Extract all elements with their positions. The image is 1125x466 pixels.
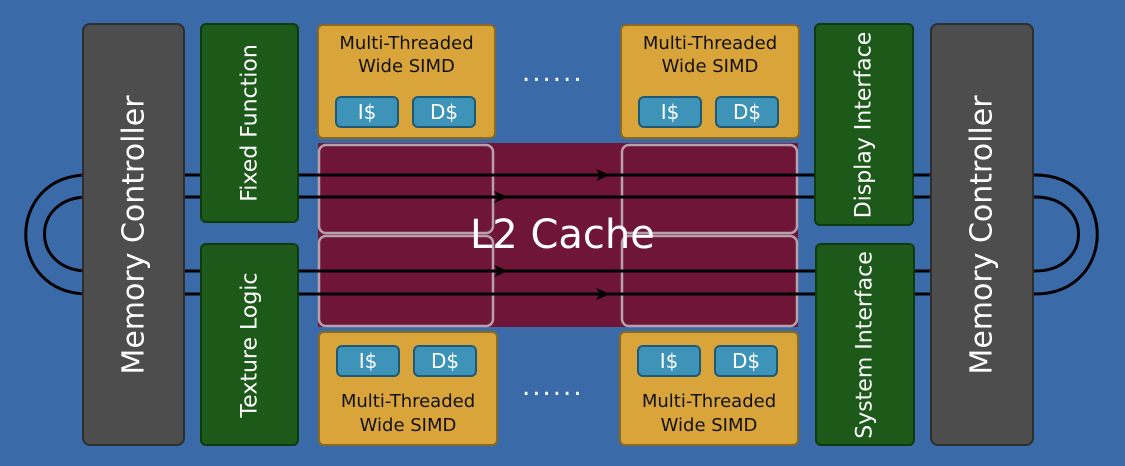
display-interface-block: Display Interface: [814, 23, 914, 226]
l2-cache-slice: [317, 234, 495, 328]
system-interface-label: System Interface: [852, 250, 878, 439]
simd-core-bottom-right: I$ D$ Multi-Threaded Wide SIMD: [619, 331, 799, 446]
simd-core-bottom-left: I$ D$ Multi-Threaded Wide SIMD: [318, 331, 498, 446]
simd-label-line1: Multi-Threaded: [642, 33, 778, 54]
simd-label-line2: Wide SIMD: [661, 56, 759, 77]
system-interface-block: System Interface: [815, 243, 915, 446]
simd-label-line2: Wide SIMD: [359, 415, 457, 436]
fixed-function-block: Fixed Function: [200, 23, 299, 223]
instruction-cache: I$: [336, 345, 400, 377]
simd-core-top-left: Multi-Threaded Wide SIMD I$ D$: [317, 24, 496, 139]
data-cache: D$: [714, 345, 778, 377]
instruction-cache: I$: [335, 96, 399, 128]
data-cache: D$: [715, 96, 779, 128]
fixed-function-label: Fixed Function: [237, 44, 262, 202]
data-cache: D$: [413, 345, 477, 377]
simd-core-top-right: Multi-Threaded Wide SIMD I$ D$: [620, 24, 800, 139]
simd-label-line2: Wide SIMD: [660, 415, 758, 436]
l2-cache-slice: [620, 143, 799, 235]
instruction-cache: I$: [637, 345, 701, 377]
l2-cache-slice: [620, 234, 799, 328]
l2-cache-label: L2 Cache: [470, 212, 655, 258]
simd-label-line2: Wide SIMD: [358, 56, 455, 77]
memory-controller-right-label: Memory Controller: [964, 94, 1000, 375]
display-interface-label: Display Interface: [851, 31, 877, 218]
more-cores-ellipsis-top: ......: [522, 58, 584, 88]
memory-controller-left-label: Memory Controller: [116, 94, 151, 375]
simd-label-line1: Multi-Threaded: [340, 391, 476, 412]
simd-label-line1: Multi-Threaded: [339, 33, 474, 54]
texture-logic-label: Texture Logic: [237, 271, 262, 418]
memory-controller-left: Memory Controller: [82, 23, 185, 446]
instruction-cache: I$: [638, 96, 702, 128]
texture-logic-block: Texture Logic: [200, 243, 299, 446]
simd-label-line1: Multi-Threaded: [641, 391, 777, 412]
l2-cache-slice: [317, 143, 495, 235]
more-cores-ellipsis-bottom: ......: [522, 372, 584, 402]
memory-controller-right: Memory Controller: [930, 23, 1034, 446]
data-cache: D$: [412, 96, 476, 128]
